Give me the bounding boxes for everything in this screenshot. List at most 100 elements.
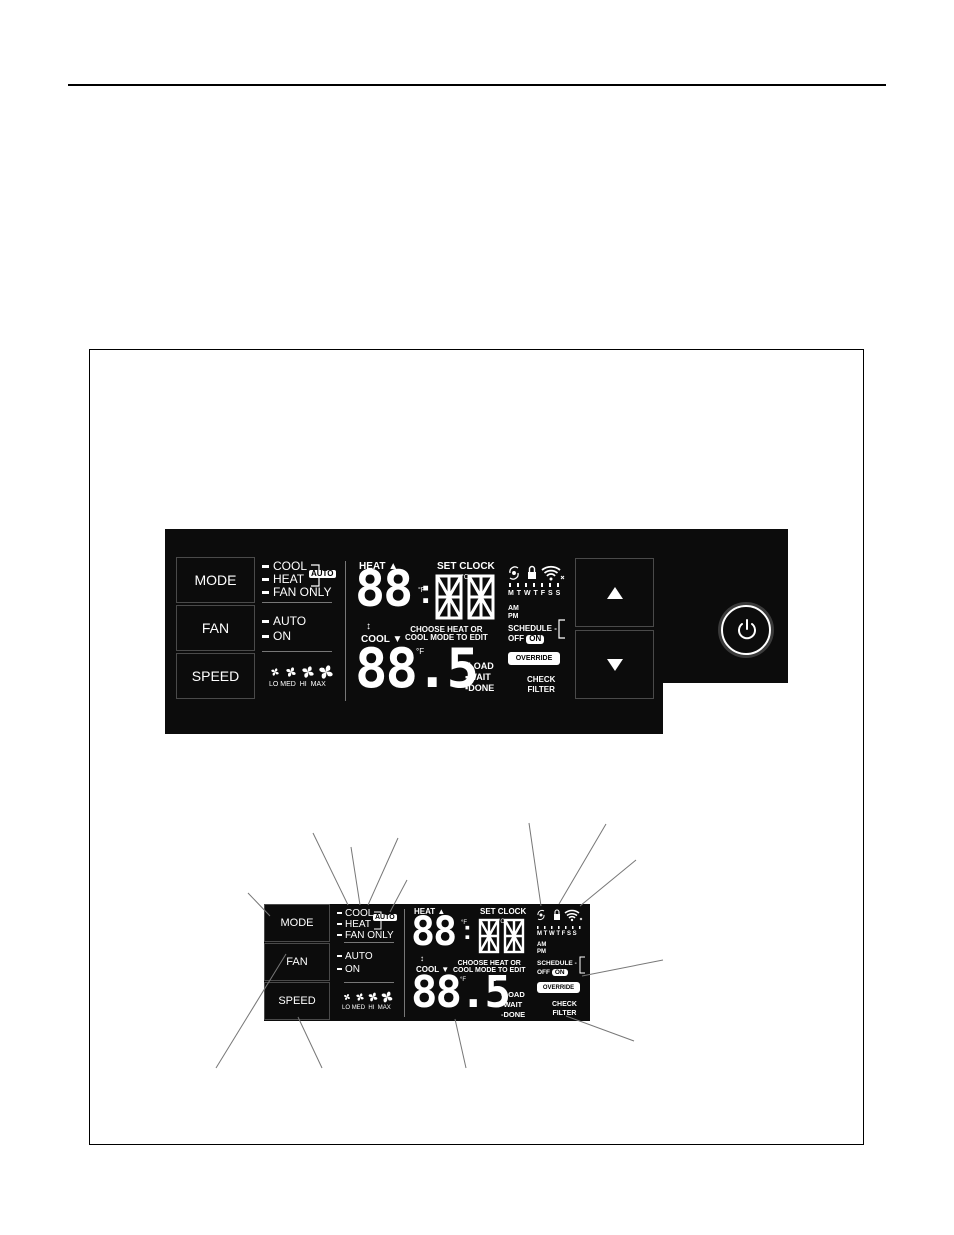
status-icons [537,909,583,922]
callout-line-heat [350,846,361,906]
mode-heat-label: HEAT [273,572,305,586]
fan-auto-label: AUTO [345,951,373,962]
auto-mode-badge: AUTO [373,914,397,921]
schedule-days: M T W T F S S [508,590,561,597]
callout-line-cool [312,832,349,906]
fan-icon [356,993,364,1001]
fan-indicators: AUTO ON [262,614,306,644]
schedule-bracket [579,956,585,974]
schedule-bracket [558,619,565,639]
mode-button[interactable]: MODE [264,904,330,942]
power-icon [738,619,756,640]
clock-colon: : [420,573,432,611]
heat-temperature-digits: 88 [355,560,413,618]
set-clock-label: SET CLOCK [480,907,527,916]
up-arrow-icon [606,586,623,599]
status-icons [509,565,565,581]
override-badge: OVERRIDE [537,982,580,993]
status-done: DONE [468,683,495,693]
speed-med-label: MED [280,681,296,688]
separator [262,602,332,603]
fan-icon [381,991,393,1003]
fan-icon [286,667,296,677]
speed-button[interactable]: SPEED [264,982,330,1020]
top-unit-c: °C [498,919,505,925]
bottom-unit-c: °C [490,977,497,983]
mode-indicators: COOL HEAT FAN ONLY [262,560,331,599]
fan-button[interactable]: FAN [264,943,330,981]
status-list: ▪LOAD ▪WAIT ▪DONE [465,661,495,693]
speed-hi-label: HI [299,681,307,688]
bottom-unit-f: °F [460,977,467,983]
callout-line-sensor [528,822,542,907]
fan-button[interactable]: FAN [176,605,255,651]
header-rule [68,84,886,86]
speed-max-label: MAX [310,681,326,688]
sensor-icon [537,909,545,921]
mode-heat-label: HEAT [345,919,371,930]
fan-icon [319,665,333,679]
up-button[interactable] [575,558,654,627]
control-panel-display: MODE FAN SPEED COOL HEAT FAN ONLY AUTO A… [165,529,793,739]
separator [345,561,346,701]
speed-labels: LO MED HI MAX [269,681,326,688]
down-button[interactable] [575,630,654,699]
top-unit-f: °F [418,587,426,594]
callout-line-wifi [579,859,637,907]
status-load: LOAD [468,661,494,671]
mode-button[interactable]: MODE [176,557,255,603]
cool-setpoint-label: COOL ▼ [361,634,403,645]
day-ticks [509,583,559,587]
callout-line-schedule [581,959,664,977]
set-clock-label: SET CLOCK [437,561,495,572]
top-unit-f: °F [461,920,468,926]
lock-icon [554,909,560,920]
speed-lo-label: LO [269,681,279,688]
heat-temperature-digits: 88 [411,909,457,955]
callout-line-check-filter [565,1015,635,1042]
clock-digits [478,918,525,954]
sensor-icon [509,566,519,580]
fan-on-label: ON [273,629,291,643]
heat-setpoint-label: HEAT ▲ [359,561,399,572]
clock-colon: : [463,915,472,945]
fan-auto-label: AUTO [273,614,307,628]
fan-indicators: AUTO ON [337,950,373,976]
callout-line-fan-only [367,837,399,906]
mode-cool-label: COOL [345,908,374,919]
callout-line-lock [558,823,607,905]
separator [344,942,394,943]
wifi-icon [541,565,565,581]
callout-line-temperature [454,1018,467,1069]
bottom-unit-f: °F [416,647,425,656]
callout-line-speed [297,1016,323,1069]
speed-labels: LO MED HI MAX [342,1005,391,1011]
fan-icon [302,666,314,678]
figure-frame [89,349,864,1145]
separator [404,909,405,1017]
override-badge: OVERRIDE [508,652,560,665]
labeled-control-panel: MODE FAN SPEED COOL HEAT FAN ONLY AUTO A… [264,904,590,1021]
down-arrow-icon [606,658,623,671]
fan-icon [271,668,279,676]
fan-speed-icons [343,991,393,1003]
room-temperature-digits: 88.5 [355,637,479,700]
adjust-arrows: ↕ [420,954,424,963]
status-wait: WAIT [468,672,491,682]
separator [262,651,332,652]
power-button[interactable] [721,605,771,655]
fan-icon [368,992,378,1002]
separator [344,982,394,983]
speed-button[interactable]: SPEED [176,653,255,699]
lock-icon [528,565,536,579]
clock-digits [435,574,495,620]
schedule-indicator: SCHEDULE - OFF ON [508,624,557,644]
bottom-unit-c: °C [452,647,461,656]
panel-notch [663,683,793,739]
